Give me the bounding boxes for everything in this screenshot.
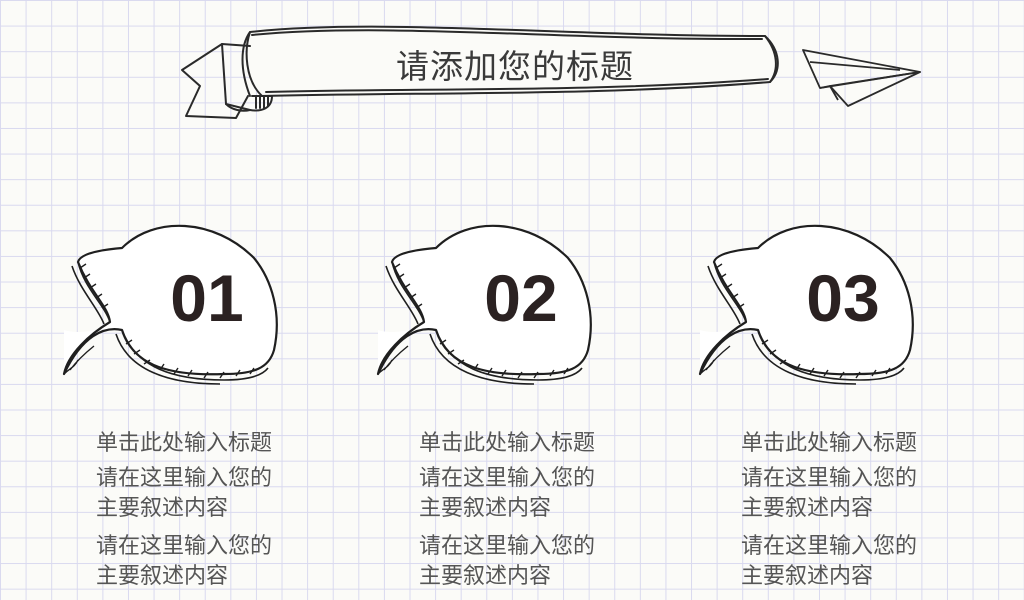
item-heading: 单击此处输入标题 [741, 431, 918, 456]
item-paragraph: 请在这里输入您的 主要叙述内容 [741, 534, 918, 589]
item-column: 单击此处输入标题 请在这里输入您的 主要叙述内容 请在这里输入您的 主要叙述内容 [741, 428, 981, 600]
item-column: 单击此处输入标题 请在这里输入您的 主要叙述内容 请在这里输入您的 主要叙述内容 [419, 428, 659, 600]
paper-plane-icon [802, 49, 921, 107]
item-number: 03 [806, 261, 880, 335]
item-heading: 单击此处输入标题 [419, 431, 596, 456]
item-paragraph: 请在这里输入您的 主要叙述内容 [741, 466, 918, 521]
item-heading: 单击此处输入标题 [96, 431, 273, 456]
page-title: 请添加您的标题 [396, 47, 634, 86]
item-paragraph: 请在这里输入您的 主要叙述内容 [419, 466, 596, 521]
sketch-decorations [62, 25, 921, 386]
ribbon-banner-icon [181, 25, 779, 119]
item-number: 02 [484, 261, 558, 335]
item-paragraph: 请在这里输入您的 主要叙述内容 [419, 534, 596, 589]
item-paragraph: 请在这里输入您的 主要叙述内容 [96, 466, 273, 521]
item-number: 01 [170, 261, 244, 335]
item-paragraph: 请在这里输入您的 主要叙述内容 [96, 534, 273, 589]
item-column: 单击此处输入标题 请在这里输入您的 主要叙述内容 请在这里输入您的 主要叙述内容 [96, 428, 336, 600]
